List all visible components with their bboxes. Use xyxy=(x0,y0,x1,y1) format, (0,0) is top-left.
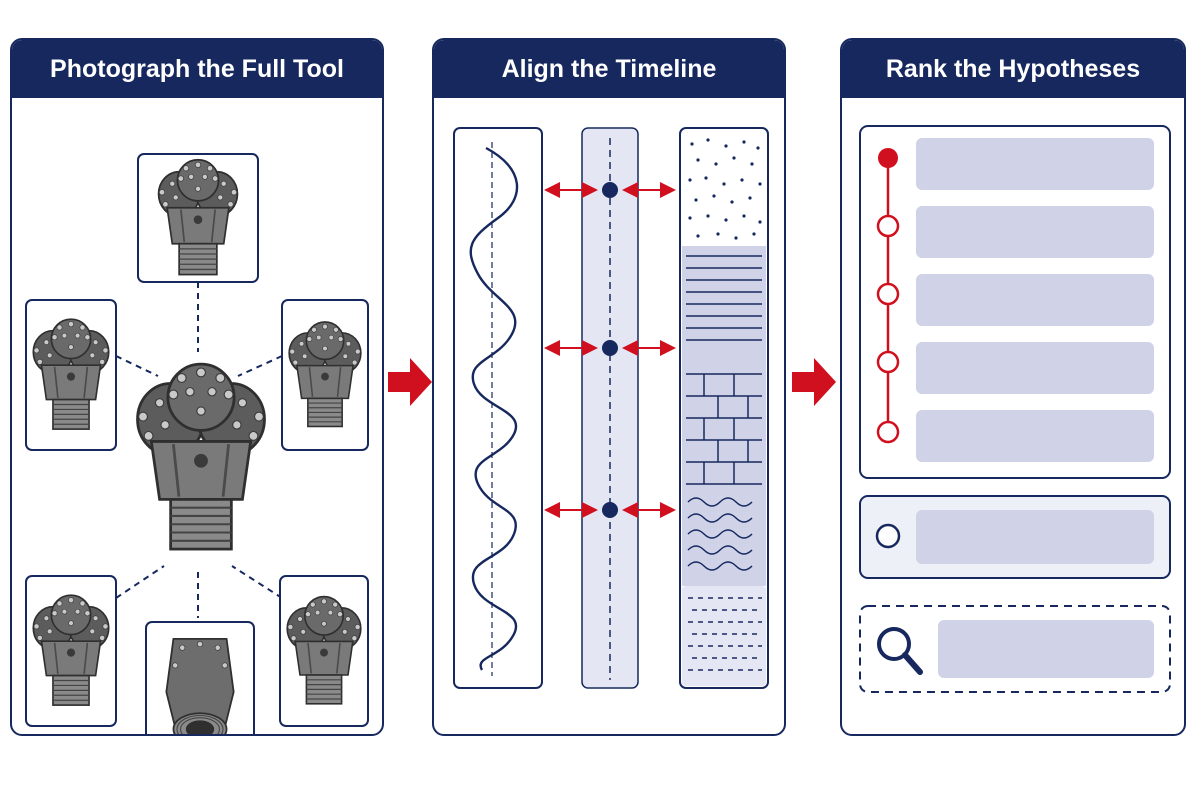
bottom-right-view xyxy=(279,575,369,727)
timeline-axis xyxy=(581,127,639,689)
bottom-view xyxy=(145,621,255,734)
open-circle-icon xyxy=(876,214,900,238)
panel-title: Photograph the Full Tool xyxy=(12,40,382,98)
sensor-wave-trace xyxy=(453,127,543,689)
hypothesis-bar[interactable] xyxy=(916,206,1154,258)
hypothesis-bar[interactable] xyxy=(916,410,1154,462)
hypothesis-bar[interactable] xyxy=(916,342,1154,394)
open-circle-icon xyxy=(875,523,901,549)
unranked-hypothesis[interactable] xyxy=(859,495,1171,579)
tie-point xyxy=(602,182,618,198)
lithology-horizontal-lines xyxy=(682,246,766,354)
connector-lines xyxy=(115,282,283,618)
top-view xyxy=(137,153,259,283)
filled-circle-icon xyxy=(878,148,898,168)
photo-diagram xyxy=(12,98,382,734)
right-view xyxy=(281,299,369,451)
tie-point xyxy=(602,502,618,518)
arrow-panel2-to-panel3 xyxy=(792,358,836,406)
tie-point xyxy=(602,340,618,356)
lithology-brick xyxy=(682,354,766,490)
panel-title: Align the Timeline xyxy=(434,40,784,98)
lithology-dashed xyxy=(682,586,766,686)
panel-title: Rank the Hypotheses xyxy=(842,40,1184,98)
lithology-dotted xyxy=(688,138,762,240)
panel-photograph: Photograph the Full Tool xyxy=(10,38,384,736)
open-circle-icon xyxy=(876,282,900,306)
rank-diagram xyxy=(842,98,1184,734)
bottom-left-view xyxy=(25,575,117,727)
hypothesis-bar[interactable] xyxy=(916,274,1154,326)
timeline-diagram xyxy=(434,98,784,734)
arrow-panel1-to-panel2 xyxy=(388,358,432,406)
center-view xyxy=(135,362,267,551)
lithology-wavy xyxy=(682,490,766,586)
search-hypothesis[interactable] xyxy=(859,605,1171,693)
hypothesis-bar xyxy=(916,510,1154,564)
panel-rank: Rank the Hypotheses xyxy=(840,38,1186,736)
open-circle-icon xyxy=(876,350,900,374)
ranked-hypotheses-list xyxy=(859,125,1171,479)
magnifier-icon xyxy=(877,627,923,675)
panel-timeline: Align the Timeline xyxy=(432,38,786,736)
hypothesis-bar xyxy=(938,620,1154,678)
alignment-arrows xyxy=(544,182,676,518)
hypothesis-bar[interactable] xyxy=(916,138,1154,190)
lithology-strip xyxy=(679,127,769,689)
open-circle-icon xyxy=(876,420,900,444)
left-view xyxy=(25,299,117,451)
